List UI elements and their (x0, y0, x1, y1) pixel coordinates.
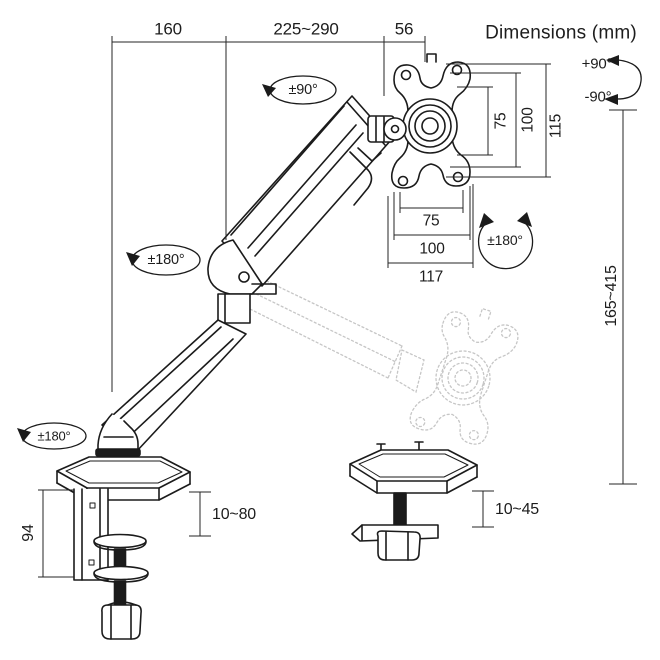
rotation-tilt-down: -90° (584, 88, 612, 106)
rotation-tilt-up: +90° (581, 55, 613, 73)
monitor-arm-drawing (56, 53, 478, 640)
rotation-arm-swivel: ±90° (288, 81, 318, 98)
vesa-rotation-arrow (477, 212, 534, 270)
dim-vesa-horizontal-inner: 100 (419, 240, 445, 258)
upper-arm (221, 95, 392, 287)
dim-vesa-vertical-inner: 100 (519, 107, 537, 133)
dim-clamp-bracket-height: 94 (20, 524, 37, 542)
dim-vesa-vertical-overall: 115 (547, 113, 565, 139)
dim-grommet-desk-thickness: 10~45 (495, 501, 539, 518)
elbow-swivel-arrow (126, 244, 201, 276)
tilt-range-arrow (604, 55, 642, 105)
clamp-base-slab (56, 456, 191, 501)
rotation-indicators (17, 55, 642, 450)
dim-vesa-horizontal-hole: 75 (422, 212, 440, 230)
diagram-title: Dimensions (mm) (485, 22, 637, 44)
dimension-lines (38, 36, 637, 578)
dim-arm-rear-length: 160 (154, 19, 182, 39)
ghost-arm-position (237, 272, 525, 451)
elbow-joint (207, 239, 277, 324)
base-riser (95, 413, 141, 460)
rotation-base-swivel: ±180° (37, 428, 71, 444)
c-clamp (73, 488, 149, 640)
dim-arm-extension-range: 225~290 (273, 19, 339, 39)
base-swivel-arrow (17, 422, 87, 450)
head-tilt-joint (357, 115, 407, 162)
grommet-base (349, 441, 478, 561)
dim-vesa-horizontal-overall: 117 (418, 268, 444, 286)
dim-head-depth: 56 (394, 19, 414, 39)
dim-clamp-desk-thickness: 10~80 (212, 506, 256, 523)
dim-vesa-vertical-hole: 75 (492, 112, 510, 130)
dim-height-adjustment-range: 165~415 (603, 265, 620, 327)
arm-swivel-arrow (262, 75, 337, 105)
rotation-elbow-swivel: ±180° (147, 251, 185, 268)
rotation-vesa-plate: ±180° (485, 232, 525, 248)
